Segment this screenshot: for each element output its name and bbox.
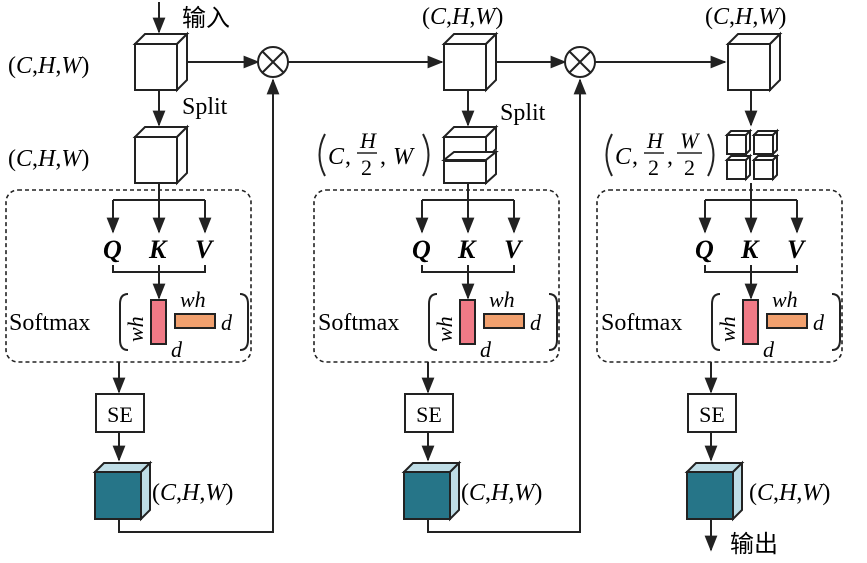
cube-output-3	[684, 460, 745, 522]
multiply-node-1	[257, 46, 289, 78]
svg-text:W: W	[393, 144, 415, 170]
dims-label-1b: (C,H,W)	[8, 146, 89, 172]
q-label-3: Q	[695, 235, 714, 264]
se-label-3: SE	[699, 402, 725, 427]
split-label-2: Split	[500, 100, 546, 126]
k-label-3: K	[740, 235, 760, 264]
query-key-bar-1	[150, 299, 167, 345]
multiply-node-2	[564, 46, 596, 78]
dims-label-1c: (C,H,W)	[152, 480, 233, 506]
se-block-3	[687, 393, 737, 433]
svg-text:C: C	[328, 144, 345, 170]
cube-split-1	[132, 124, 190, 186]
svg-text:H: H	[646, 128, 664, 153]
softmax-label-1: Softmax	[9, 310, 90, 336]
k-label-2: K	[457, 235, 477, 264]
stage-1: 输入 (C,H,W) Split (C,H,W) Q K V	[5, 2, 444, 533]
d-label-3b: d	[763, 337, 775, 362]
d-label-2b: d	[480, 337, 492, 362]
k-label-1: K	[148, 235, 168, 264]
cube-top-3	[725, 31, 783, 93]
d-label-1b: d	[171, 337, 183, 362]
value-bar-2	[483, 313, 525, 329]
q-label-1: Q	[103, 235, 122, 264]
cube-split-2	[441, 124, 499, 186]
dims-label-2b: C , H 2 , W	[318, 128, 430, 180]
se-label-2: SE	[416, 402, 442, 427]
se-block-1	[95, 393, 145, 433]
input-label: 输入	[182, 4, 230, 32]
softmax-label-2: Softmax	[318, 310, 399, 336]
d-label-1a: d	[221, 310, 233, 335]
d-label-3a: d	[813, 310, 825, 335]
stage-3: (C,H,W) C , H 2	[596, 4, 843, 558]
split-label-1: Split	[182, 94, 228, 120]
se-block-2	[404, 393, 454, 433]
dims-label-3b: C , H 2 , W 2	[605, 128, 715, 180]
svg-text:,: ,	[380, 144, 386, 170]
svg-text:,: ,	[345, 144, 351, 170]
dims-label-2a: (C,H,W)	[422, 4, 503, 30]
svg-text:2: 2	[361, 155, 372, 180]
q-label-2: Q	[412, 235, 431, 264]
value-bar-1	[174, 313, 216, 329]
value-bar-3	[766, 313, 808, 329]
query-key-bar-3	[742, 299, 759, 345]
v-label-3: V	[787, 235, 807, 264]
wh-vertical-label-1: wh	[123, 316, 148, 342]
output-label: 输出	[730, 530, 778, 558]
cube-top-1	[132, 31, 190, 93]
se-label-1: SE	[107, 402, 133, 427]
wh-vertical-label-3: wh	[715, 316, 740, 342]
svg-text:W: W	[680, 128, 700, 153]
v-label-1: V	[195, 235, 215, 264]
dims-label-2c: (C,H,W)	[461, 480, 542, 506]
cube-output-2	[401, 460, 462, 522]
svg-text:2: 2	[648, 155, 659, 180]
wh-horizontal-label-1: wh	[180, 287, 206, 312]
svg-text:,: ,	[667, 144, 673, 170]
cube-top-2	[441, 31, 499, 93]
wh-vertical-label-2: wh	[432, 316, 457, 342]
softmax-label-3: Softmax	[601, 310, 682, 336]
dims-label-3c: (C,H,W)	[749, 480, 830, 506]
cube-output-1	[92, 460, 153, 522]
stage-2: (C,H,W) Split C , H 2 , W	[313, 4, 727, 533]
v-label-2: V	[504, 235, 524, 264]
svg-text:H: H	[359, 128, 377, 153]
dims-label-3a: (C,H,W)	[705, 4, 786, 30]
svg-text:C: C	[615, 144, 632, 170]
dims-label-1a: (C,H,W)	[8, 53, 89, 79]
svg-text:,: ,	[632, 144, 638, 170]
wh-horizontal-label-2: wh	[489, 287, 515, 312]
svg-text:2: 2	[684, 155, 695, 180]
cube-split-3	[724, 128, 780, 182]
query-key-bar-2	[459, 299, 476, 345]
wh-horizontal-label-3: wh	[772, 287, 798, 312]
d-label-2a: d	[530, 310, 542, 335]
